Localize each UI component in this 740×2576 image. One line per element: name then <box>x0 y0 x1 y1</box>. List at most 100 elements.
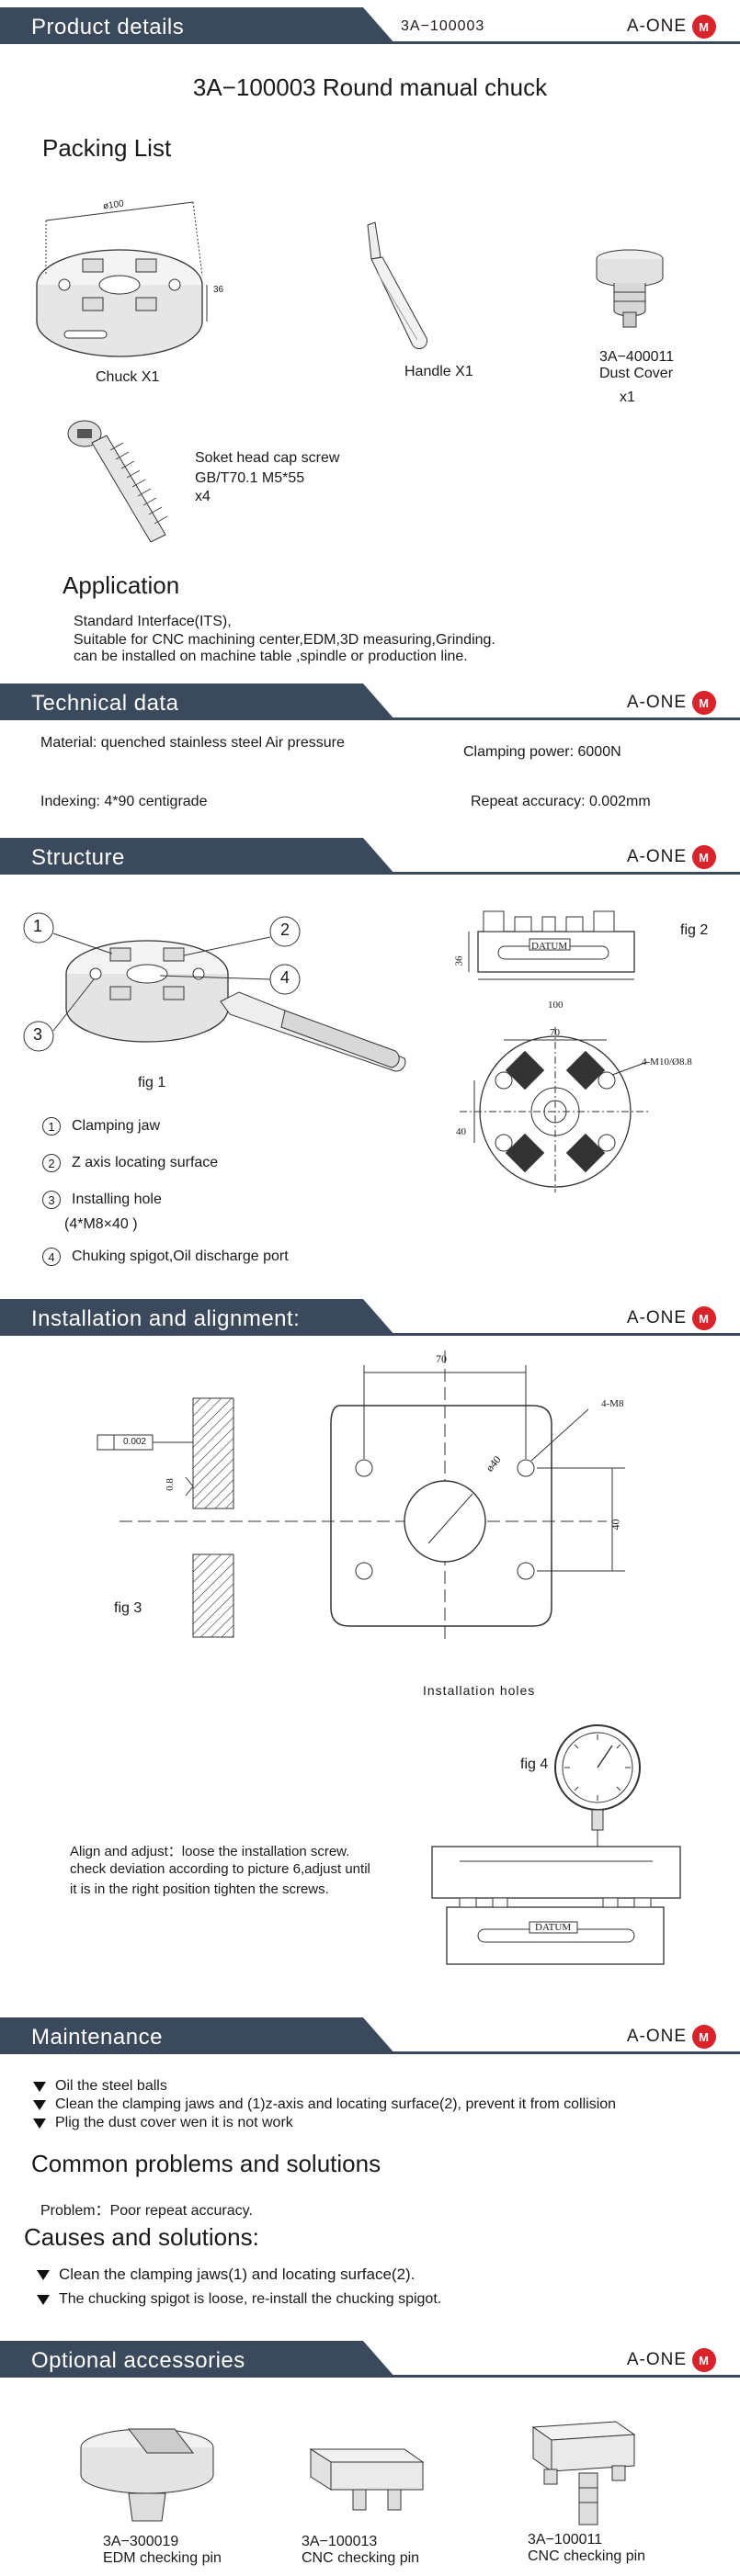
item-text: Installing hole <box>72 1192 162 1207</box>
item-text: Chuking spigot,Oil discharge port <box>72 1248 289 1264</box>
product-title: 3A−100003 Round manual chuck <box>192 73 548 101</box>
section-title: Technical data <box>31 691 179 716</box>
cause-item: Clean the clamping jaws(1) and locating … <box>37 2265 415 2284</box>
header-band <box>0 7 395 44</box>
fig3-drawing <box>97 1350 625 1644</box>
align-line: it is in the right position tighten the … <box>70 1881 329 1897</box>
header-band <box>0 838 395 875</box>
item-text: Plig the dust cover wen it is not work <box>55 2115 293 2130</box>
accessory-code: 3A−300019 <box>103 2534 179 2549</box>
cause-item: The chucking spigot is loose, re-install… <box>37 2291 441 2308</box>
header-rule <box>368 1333 740 1336</box>
brand-logo: A-ONE M <box>627 2348 716 2372</box>
application-line: Suitable for CNC machining center,EDM,3D… <box>74 632 495 648</box>
brand-name: A-ONE <box>626 693 687 712</box>
spec-indexing: Indexing: 4*90 centigrade <box>40 794 208 809</box>
brand-logo: A-ONE M <box>627 845 716 869</box>
item-number: 2 <box>42 1154 61 1172</box>
accessory-name: EDM checking pin <box>103 2550 222 2566</box>
brand-mark-icon: M <box>692 691 716 715</box>
causes-heading: Causes and solutions: <box>24 2223 259 2251</box>
application-line: can be installed on machine table ,spind… <box>74 649 468 664</box>
maintenance-item: Oil the steel balls <box>33 2078 167 2095</box>
align-line: check deviation according to picture 6,a… <box>70 1861 370 1877</box>
maintenance-item: Clean the clamping jaws and (1)z-axis an… <box>33 2096 616 2113</box>
dust-cover-drawing <box>596 249 664 328</box>
brand-mark-icon: M <box>692 15 716 39</box>
header-rule <box>368 872 740 875</box>
fig1-drawing <box>23 912 406 1072</box>
screw-spec: GB/T70.1 M5*55 <box>195 470 305 486</box>
brand-name: A-ONE <box>626 2027 687 2046</box>
dust-cover-code: 3A−400011 <box>599 349 675 365</box>
structure-item: 2 Z axis locating surface <box>42 1154 218 1172</box>
dim-m8: 4-M8 <box>601 1398 624 1409</box>
screw-drawing <box>67 420 168 543</box>
structure-item: 4 Chuking spigot,Oil discharge port <box>42 1248 289 1266</box>
dim-40: 40 <box>456 1126 466 1137</box>
handle-drawing <box>367 221 428 350</box>
dim-m10: 4-M10/Ø8.8 <box>642 1056 692 1068</box>
product-code: 3A−100003 <box>401 18 485 34</box>
dust-cover-qty: x1 <box>620 390 635 405</box>
item-text: Clean the clamping jaws and (1)z-axis an… <box>55 2096 617 2112</box>
header-rule <box>368 2375 740 2378</box>
install-hole-spec: (4*M8×40 ) <box>64 1216 138 1232</box>
packing-heading: Packing List <box>42 134 172 162</box>
callout-4: 4 <box>280 968 290 987</box>
fig3-caption: fig 3 <box>114 1600 142 1616</box>
callout-1: 1 <box>33 917 43 935</box>
dim-0-8: 0.8 <box>164 1478 176 1491</box>
header-rule <box>368 2051 740 2054</box>
header-accessories: Optional accessories A-ONE M <box>0 2341 740 2378</box>
triangle-bullet-icon <box>37 2294 50 2305</box>
application-line: Standard Interface(ITS), <box>74 614 232 629</box>
spec-repeat: Repeat accuracy: 0.002mm <box>471 794 651 809</box>
brand-logo: A-ONE M <box>627 2025 716 2049</box>
callout-3: 3 <box>33 1025 43 1044</box>
item-text: Clean the clamping jaws(1) and locating … <box>59 2265 416 2283</box>
header-band <box>0 2341 395 2378</box>
triangle-bullet-icon <box>33 2099 46 2110</box>
chuck-drawing <box>36 201 208 357</box>
screw-qty: x4 <box>195 489 211 504</box>
header-band <box>0 684 395 720</box>
cnc-pin-tall-drawing <box>531 2421 636 2525</box>
brand-mark-icon: M <box>692 2025 716 2049</box>
brand-mark-icon: M <box>692 1306 716 1330</box>
section-title: Installation and alignment: <box>31 1306 301 1331</box>
spec-clamping: Clamping power: 6000N <box>463 744 621 760</box>
triangle-bullet-icon <box>37 2269 50 2280</box>
item-number: 4 <box>42 1248 61 1266</box>
triangle-bullet-icon <box>33 2081 46 2092</box>
item-text: The chucking spigot is loose, re-install… <box>59 2291 442 2307</box>
header-band <box>0 2017 395 2054</box>
problems-heading: Common problems and solutions <box>31 2150 381 2177</box>
spec-material: Material: quenched stainless steel Air p… <box>40 735 345 751</box>
fig2-drawing <box>460 910 651 1192</box>
item-number: 1 <box>42 1117 61 1135</box>
dust-cover-label: Dust Cover <box>599 366 674 381</box>
brand-logo: A-ONE M <box>627 1306 716 1330</box>
fig4-drawing <box>431 1724 681 1965</box>
structure-item: 1 Clamping jaw <box>42 1117 160 1135</box>
maintenance-item: Plig the dust cover wen it is not work <box>33 2115 293 2131</box>
triangle-bullet-icon <box>33 2118 46 2129</box>
section-title: Optional accessories <box>31 2348 245 2373</box>
header-rule <box>368 41 740 44</box>
datum-label: DATUM <box>535 1922 572 1933</box>
header-technical-data: Technical data A-ONE M <box>0 684 740 720</box>
brand-logo: A-ONE M <box>627 691 716 715</box>
header-installation: Installation and alignment: A-ONE M <box>0 1299 740 1336</box>
brand-mark-icon: M <box>692 845 716 869</box>
section-title: Product details <box>31 15 185 40</box>
flatness-tolerance: 0.002 <box>123 1437 147 1447</box>
item-text: Oil the steel balls <box>55 2078 167 2094</box>
fig2-caption: fig 2 <box>680 922 709 938</box>
brand-name: A-ONE <box>626 1308 687 1328</box>
brand-mark-icon: M <box>692 2348 716 2372</box>
fig4-caption: fig 4 <box>520 1757 549 1772</box>
accessory-name: CNC checking pin <box>528 2548 646 2564</box>
holes-caption: Installation holes <box>423 1683 536 1698</box>
edm-pin-drawing <box>80 2428 214 2522</box>
